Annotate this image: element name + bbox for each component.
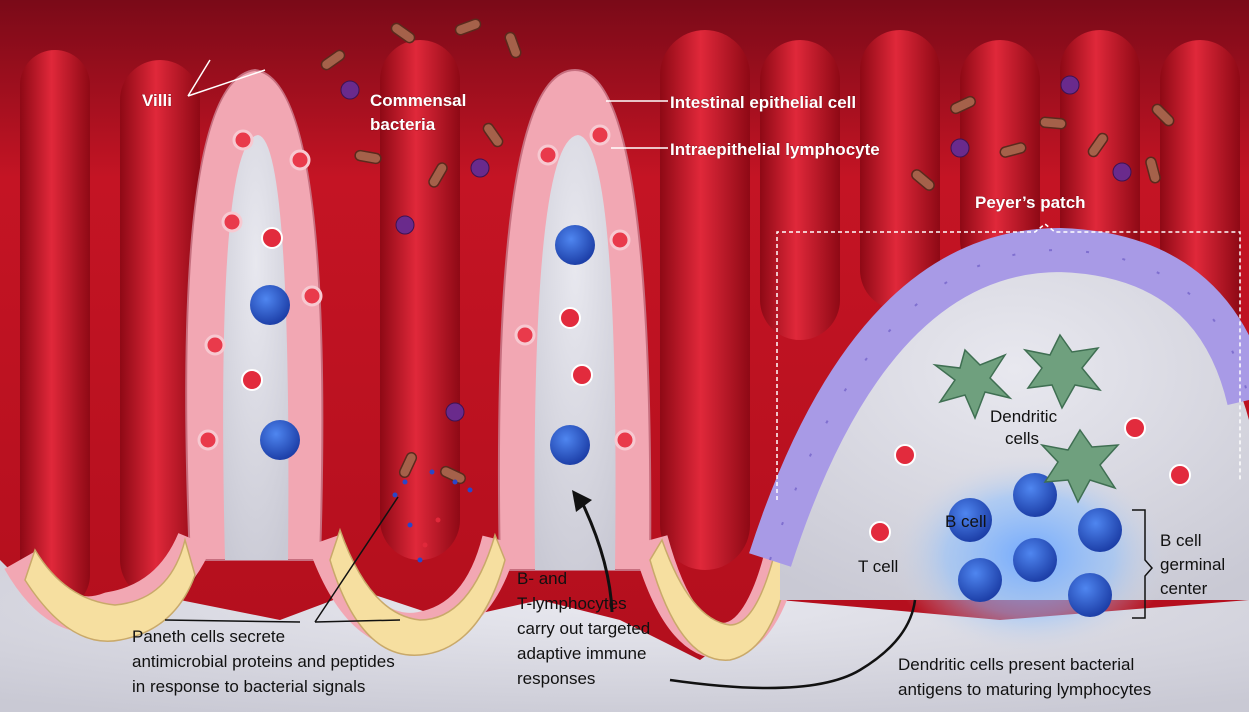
caption-lymph-line3: carry out targeted <box>517 619 650 638</box>
label-commensal-line2: bacteria <box>370 115 436 134</box>
caption-lymph-line4: adaptive immune <box>517 644 646 663</box>
caption-lymph-line5: responses <box>517 669 595 688</box>
caption-lymph-line1: B- and <box>517 569 567 588</box>
caption-dendritic-line2: antigens to maturing lymphocytes <box>898 680 1151 699</box>
label-germinal-line1: B cell <box>1160 531 1202 550</box>
label-commensal-line1: Commensal <box>370 91 466 110</box>
label-peyers-patch: Peyer’s patch <box>975 193 1086 212</box>
label-germinal-line3: center <box>1160 579 1208 598</box>
label-t-cell: T cell <box>858 557 898 576</box>
caption-paneth-line1: Paneth cells secrete <box>132 627 285 646</box>
label-villi: Villi <box>142 91 172 110</box>
label-dendritic-line1: Dendritic <box>990 407 1058 426</box>
label-germinal-line2: germinal <box>1160 555 1225 574</box>
caption-lymph-line2: T-lymphocytes <box>517 594 627 613</box>
label-b-cell: B cell <box>945 512 987 531</box>
caption-dendritic-line1: Dendritic cells present bacterial <box>898 655 1134 674</box>
caption-paneth-line3: in response to bacterial signals <box>132 677 365 696</box>
label-dendritic-line2: cells <box>1005 429 1039 448</box>
label-intraepithelial-lymphocyte: Intraepithelial lymphocyte <box>670 140 880 159</box>
label-intestinal-epithelial-cell: Intestinal epithelial cell <box>670 93 856 112</box>
caption-paneth-line2: antimicrobial proteins and peptides <box>132 652 395 671</box>
